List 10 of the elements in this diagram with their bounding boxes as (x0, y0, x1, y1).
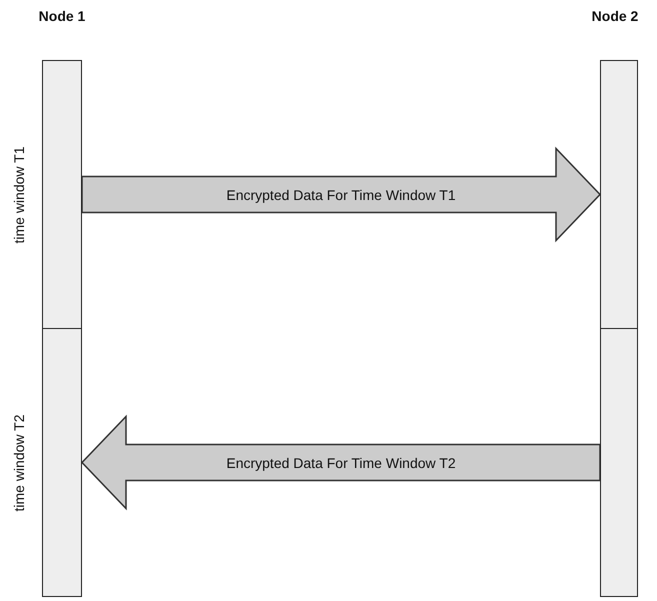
block-arrow (81, 146, 602, 242)
lifeline-heading: Node 1 (38, 8, 86, 24)
block-arrow (80, 414, 601, 510)
lifeline-bar (600, 328, 638, 597)
lifeline-heading: Node 2 (590, 8, 640, 24)
time-window-label: time window T2 (11, 414, 27, 511)
edge-label: Encrypted Data For Time Window T2 (226, 454, 456, 470)
time-window-label: time window T1 (11, 146, 27, 243)
lifeline-bar (600, 60, 638, 329)
edge-label: Encrypted Data For Time Window T1 (226, 186, 456, 202)
